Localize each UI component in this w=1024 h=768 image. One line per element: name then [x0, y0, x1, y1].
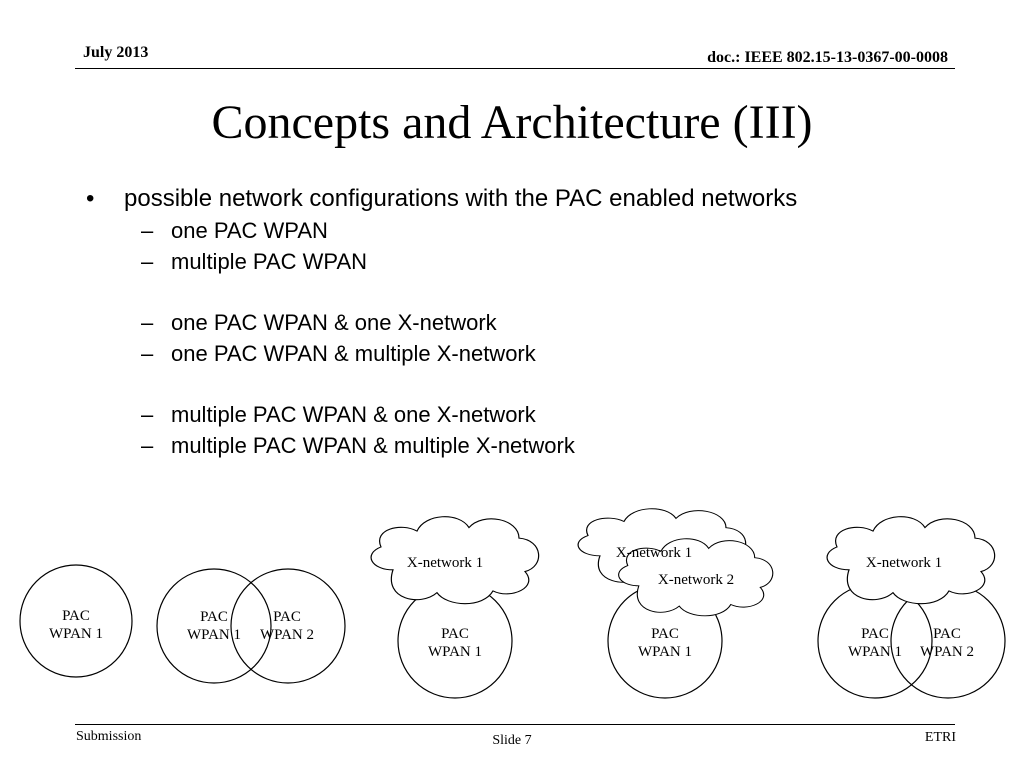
sub-item-dash: – [141, 249, 154, 274]
wpan-label: WPAN 2 [260, 627, 314, 643]
wpan-label: PAC [273, 609, 301, 625]
sub-item-text: one PAC WPAN & multiple X-network [171, 341, 536, 366]
sub-item-text: one PAC WPAN & one X-network [171, 310, 497, 335]
sub-item: –one PAC WPAN [141, 217, 328, 245]
wpan-label: PAC [441, 626, 469, 642]
wpan-label: PAC [651, 626, 679, 642]
header-divider [75, 68, 955, 69]
wpan-label: PAC [861, 626, 889, 642]
sub-item-dash: – [141, 341, 154, 366]
wpan-label: WPAN 1 [848, 644, 902, 660]
wpan-label: WPAN 1 [638, 644, 692, 660]
diagram-one-wpan-one-xnet: X-network 1 PAC WPAN 1 [370, 516, 540, 699]
wpan-label: WPAN 1 [187, 627, 241, 643]
wpan-label: PAC [200, 609, 228, 625]
sub-item-dash: – [141, 402, 154, 427]
footer-submission: Submission [76, 729, 142, 744]
wpan-circle [19, 564, 133, 678]
wpan-label: PAC [933, 626, 961, 642]
xnetwork-label: X-network 1 [407, 555, 483, 571]
header-date: July 2013 [83, 44, 149, 61]
footer-divider [75, 724, 955, 725]
sub-item: –multiple PAC WPAN & one X-network [141, 401, 536, 429]
wpan-label: WPAN 1 [428, 644, 482, 660]
diagram-multiple-wpan: PAC WPAN 1 PAC WPAN 2 [156, 568, 346, 684]
slide-title: Concepts and Architecture (III) [211, 96, 813, 149]
network-diagrams: PAC WPAN 1 PAC WPAN 1 PAC WPAN 2 X-netwo… [19, 508, 1006, 699]
diagram-one-wpan: PAC WPAN 1 [19, 564, 133, 678]
bullet-item: • possible network configurations with th… [86, 184, 797, 214]
wpan-circle [156, 568, 272, 684]
footer-slide-number: Slide 7 [492, 733, 532, 748]
sub-item: –one PAC WPAN & multiple X-network [141, 340, 536, 368]
sub-item: –multiple PAC WPAN & multiple X-network [141, 432, 575, 460]
bullet-text: possible network configurations with the… [124, 185, 798, 212]
sub-item-dash: – [141, 218, 154, 243]
sub-item-dash: – [141, 310, 154, 335]
header-doc-id: doc.: IEEE 802.15-13-0367-00-0008 [707, 49, 948, 66]
diagram-multi-wpan-one-xnet: X-network 1 PAC WPAN 1 PAC WPAN 2 [817, 516, 1006, 699]
wpan-label: WPAN 1 [49, 626, 103, 642]
sub-item: –multiple PAC WPAN [141, 248, 367, 276]
footer-org: ETRI [924, 730, 956, 745]
wpan-label: PAC [62, 608, 90, 624]
sub-item-text: multiple PAC WPAN & multiple X-network [171, 433, 575, 458]
sub-item: –one PAC WPAN & one X-network [141, 309, 497, 337]
xnetwork-label: X-network 1 [866, 555, 942, 571]
sub-item-text: one PAC WPAN [171, 218, 328, 243]
bullet-mark: • [86, 185, 95, 212]
wpan-label: WPAN 2 [920, 644, 974, 660]
sub-item-dash: – [141, 433, 154, 458]
wpan-circle [230, 568, 346, 684]
xnetwork-label: X-network 1 [616, 545, 692, 561]
sub-item-text: multiple PAC WPAN & one X-network [171, 402, 536, 427]
xnetwork-label: X-network 2 [658, 572, 734, 588]
sub-item-text: multiple PAC WPAN [171, 249, 368, 274]
diagram-one-wpan-multi-xnet: X-network 1 X-network 2 PAC WPAN 1 [577, 508, 774, 699]
